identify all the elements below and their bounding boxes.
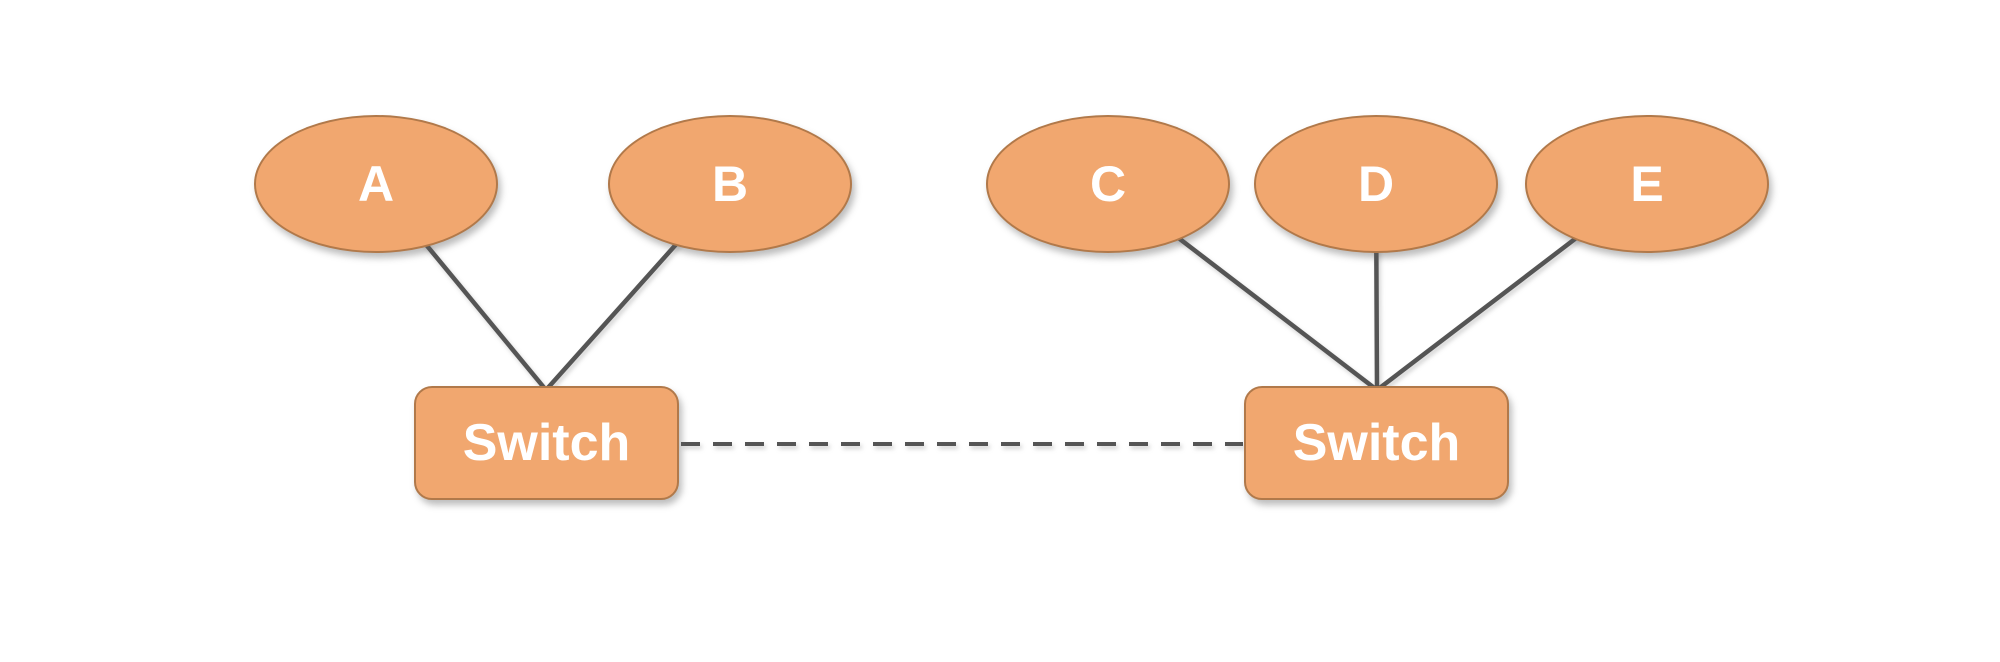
- node-b: B: [608, 115, 852, 253]
- node-a: A: [254, 115, 498, 253]
- node-b-label: B: [711, 156, 749, 212]
- node-d-label: D: [1357, 156, 1395, 212]
- node-switch-right: Switch: [1244, 386, 1509, 500]
- node-d: D: [1254, 115, 1498, 253]
- node-c-label: C: [1089, 156, 1127, 212]
- node-e-label: E: [1630, 156, 1664, 212]
- node-a-label: A: [357, 156, 395, 212]
- node-switch-left-label: Switch: [462, 414, 631, 472]
- node-switch-right-label: Switch: [1292, 414, 1461, 472]
- node-switch-left: Switch: [414, 386, 679, 500]
- node-c: C: [986, 115, 1230, 253]
- node-e: E: [1525, 115, 1769, 253]
